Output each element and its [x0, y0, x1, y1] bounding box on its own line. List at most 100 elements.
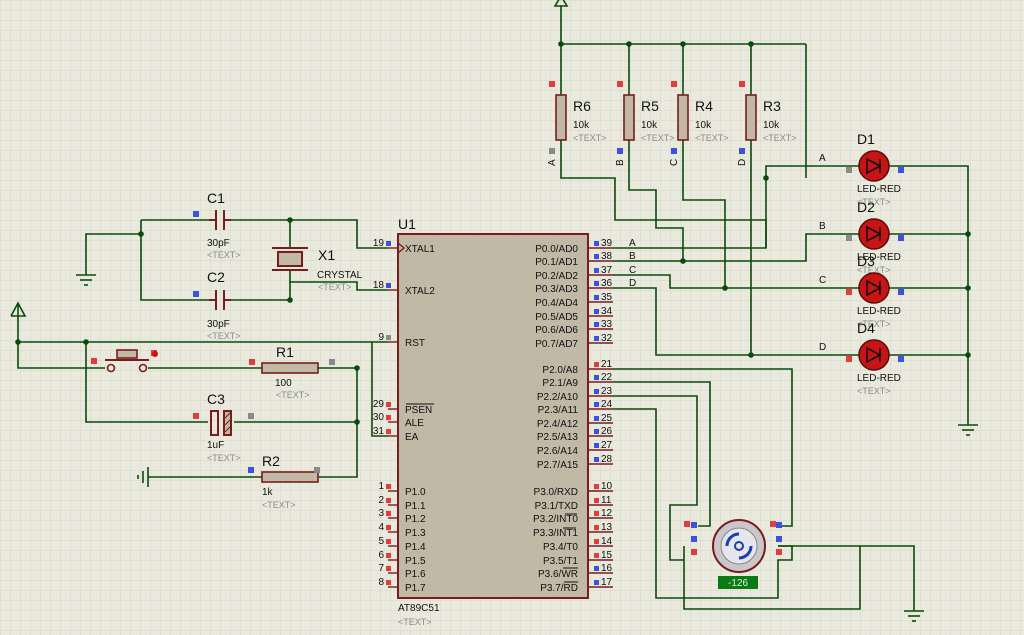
stepper-motor[interactable] [684, 519, 782, 573]
pullup-resistors: R610k<TEXT>AR510k<TEXT>BR410k<TEXT>CR310… [547, 81, 797, 166]
pin-marker [594, 254, 599, 259]
resistor-body [555, 94, 567, 141]
pin-marker [594, 553, 599, 558]
x1-value: CRYSTAL [317, 270, 363, 281]
u1-pin-number: 2 [378, 495, 384, 506]
net-label: C [669, 159, 680, 166]
c2-placeholder: <TEXT> [207, 331, 241, 341]
resistor-ref: R4 [695, 98, 713, 114]
resistor-ref: R5 [641, 98, 659, 114]
pin-marker [898, 289, 904, 295]
u1-pin-number: 19 [373, 238, 385, 249]
resistor-body [745, 94, 757, 141]
u1-pin-label: P3.2/INT0 [533, 514, 578, 525]
pin-marker [898, 235, 904, 241]
resistor-placeholder: <TEXT> [695, 133, 729, 143]
led-ref: D2 [857, 199, 875, 215]
u1-pin-number: 18 [373, 280, 385, 291]
diode-triangle [866, 346, 882, 364]
resistor-r1[interactable]: R1 100 <TEXT> [249, 344, 335, 400]
capacitor-c3[interactable]: C3 1uF <TEXT> [193, 391, 254, 463]
r2-placeholder: <TEXT> [262, 500, 296, 510]
pin-marker [549, 148, 555, 154]
u1-pin-number: 16 [601, 563, 613, 574]
leds: D1LED-RED<TEXT>AD2LED-RED<TEXT>BD3LED-RE… [819, 131, 904, 396]
u1-pin-label: EA [405, 432, 419, 443]
led-body [858, 150, 890, 182]
u1-pin-label: P0.5/AD5 [535, 312, 578, 323]
u1-pin-label: P3.6/WR [538, 569, 578, 580]
u1-pin-number: 32 [601, 333, 613, 344]
led-value: LED-RED [857, 373, 901, 384]
u1-pin-label: PSEN [405, 405, 432, 416]
u1-pin-number: 14 [601, 536, 613, 547]
u1-pin-number: 1 [378, 481, 384, 492]
u1-pin-label: P2.1/A9 [542, 378, 578, 389]
capacitor-c2[interactable]: C2 30pF <TEXT> [193, 269, 241, 341]
pin-marker [594, 416, 599, 421]
c3-placeholder: <TEXT> [207, 453, 241, 463]
capacitor-c1[interactable]: C1 30pF <TEXT> [193, 190, 241, 260]
pin-marker [594, 525, 599, 530]
pin-marker [386, 484, 391, 489]
pin-marker [594, 539, 599, 544]
pin-marker [594, 498, 599, 503]
microcontroller-u1[interactable]: U1 AT89C51 <TEXT> 19XTAL118XTAL29RST29PS… [373, 216, 636, 627]
pin-marker [386, 553, 391, 558]
pin-marker [594, 566, 599, 571]
u1-pin-number: 28 [601, 454, 613, 465]
resistor-body [677, 94, 689, 141]
x1-placeholder: <TEXT> [318, 282, 352, 292]
u1-pin-label: P0.7/AD7 [535, 339, 578, 350]
resistor-body [623, 94, 635, 141]
u1-pin-number: 37 [601, 265, 613, 276]
pin-marker [594, 241, 599, 246]
diode-triangle [866, 279, 882, 297]
led-ref: D1 [857, 131, 875, 147]
u1-pin-number: 3 [378, 508, 384, 519]
resistor-r2[interactable]: R2 1k <TEXT> [248, 453, 320, 510]
led-value: LED-RED [857, 252, 901, 263]
resistor-placeholder: <TEXT> [641, 133, 675, 143]
pin-marker [594, 268, 599, 273]
u1-pin-label: P2.5/A13 [537, 432, 579, 443]
pin-marker [846, 289, 852, 295]
u1-pin-label: P3.4/T0 [543, 542, 578, 553]
u1-pin-number: 27 [601, 440, 613, 451]
u1-pin-label: RST [405, 338, 425, 349]
u1-pin-number: 29 [373, 399, 385, 410]
wires [17, 6, 969, 611]
u1-pin-label: P0.3/AD3 [535, 284, 578, 295]
net-label: A [819, 153, 826, 164]
u1-pin-number: 24 [601, 399, 613, 410]
u1-part: AT89C51 [398, 603, 440, 614]
led-body [858, 272, 890, 304]
led-placeholder: <TEXT> [857, 197, 891, 207]
u1-pin-number: 38 [601, 251, 613, 262]
pin-marker [549, 81, 555, 87]
pin-marker [386, 241, 391, 246]
pin-marker [594, 457, 599, 462]
pin-marker [594, 309, 599, 314]
net-label: C [629, 265, 636, 276]
crystal-x1[interactable]: X1 CRYSTAL <TEXT> [272, 247, 363, 292]
net-label: D [737, 159, 748, 166]
u1-pin-number: 23 [601, 386, 613, 397]
ground-symbol [904, 610, 924, 622]
r2-value: 1k [262, 487, 274, 498]
u1-pin-label: P3.7/RD [540, 583, 578, 594]
resistor-placeholder: <TEXT> [573, 133, 607, 143]
pin-marker [846, 167, 852, 173]
reset-push-button[interactable] [91, 349, 158, 373]
pin-marker [386, 415, 391, 420]
power-terminal-left [10, 301, 27, 317]
